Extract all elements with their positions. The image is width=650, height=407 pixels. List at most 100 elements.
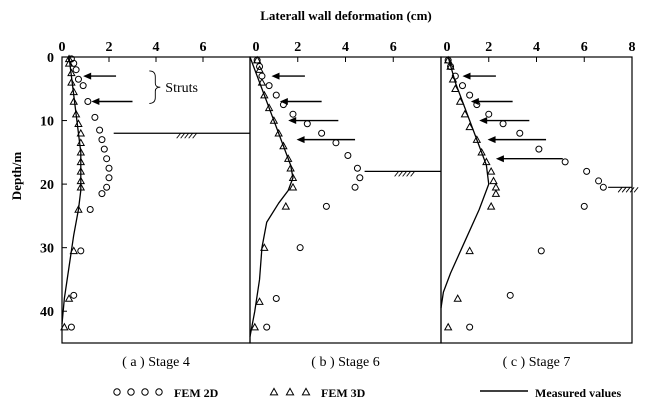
fem3d-point bbox=[255, 297, 264, 305]
fem3d-point bbox=[472, 135, 482, 143]
fem3d-point bbox=[491, 189, 501, 197]
fem2d-point bbox=[67, 323, 75, 331]
fem2d-point bbox=[98, 136, 106, 144]
fem2d-point bbox=[86, 206, 94, 214]
legend-circle-marker bbox=[113, 388, 121, 396]
ground-hatch bbox=[394, 171, 399, 177]
fem3d-point bbox=[486, 166, 496, 175]
legend-item-fem-2d bbox=[113, 388, 163, 396]
fem3d-point bbox=[274, 128, 283, 137]
y-tick-label: 30 bbox=[40, 242, 54, 257]
fem2d-point bbox=[272, 91, 280, 99]
fem2d-point bbox=[296, 244, 304, 252]
fem2d-point bbox=[98, 190, 106, 198]
ground-hatch bbox=[410, 171, 415, 177]
fem3d-point bbox=[491, 182, 501, 191]
fem2d-point bbox=[535, 145, 543, 153]
fem3d-point bbox=[250, 322, 260, 331]
fem3d-point bbox=[486, 201, 496, 210]
legend-triangle-marker bbox=[285, 387, 295, 396]
fem3d-point bbox=[489, 176, 498, 185]
ground-hatch bbox=[633, 187, 639, 193]
fem2d-point bbox=[70, 291, 78, 299]
fem2d-point bbox=[595, 177, 603, 185]
x-tick-label: 2 bbox=[106, 40, 113, 55]
strut-arrow-head bbox=[487, 136, 496, 144]
fem3d-point bbox=[252, 55, 262, 64]
fem2d-point bbox=[91, 113, 99, 121]
fem3d-point bbox=[283, 154, 293, 162]
fem2d-point bbox=[105, 174, 113, 182]
fem2d-point bbox=[72, 66, 80, 74]
strut-arrow-head bbox=[479, 117, 488, 125]
fem2d-point bbox=[96, 126, 104, 134]
fem3d-point bbox=[453, 294, 462, 302]
fem2d-point bbox=[537, 247, 545, 255]
fem2d-point bbox=[74, 75, 82, 83]
fem3d-point bbox=[446, 62, 455, 70]
panel-caption: ( a ) Stage 4 bbox=[122, 355, 190, 370]
fem3d-point bbox=[69, 97, 78, 105]
fem2d-point bbox=[561, 158, 569, 166]
ground-hatch bbox=[402, 171, 407, 177]
x-tick-label: 2 bbox=[294, 40, 301, 55]
legend-triangle-marker bbox=[269, 387, 279, 396]
fem2d-point bbox=[473, 101, 481, 109]
ground-hatch bbox=[621, 187, 627, 193]
fem2d-point bbox=[516, 129, 524, 137]
x-tick-label: 0 bbox=[253, 40, 260, 55]
x-tick-label: 6 bbox=[200, 40, 207, 55]
fem2d-point bbox=[580, 202, 588, 210]
fem3d-point bbox=[76, 128, 86, 137]
fem3d-point bbox=[74, 119, 83, 127]
fem2d-point bbox=[77, 247, 85, 255]
fem2d-point bbox=[344, 152, 352, 160]
x-tick-label: 4 bbox=[153, 40, 160, 55]
fem2d-point bbox=[466, 323, 474, 331]
fem2d-point bbox=[599, 183, 607, 191]
fem3d-point bbox=[443, 55, 453, 64]
fem2d-point bbox=[272, 295, 280, 303]
x-tick-label: 0 bbox=[444, 40, 451, 55]
fem2d-point bbox=[103, 155, 111, 163]
legend-item-fem-3d bbox=[269, 387, 311, 396]
ground-hatch bbox=[617, 187, 623, 193]
measured-line bbox=[440, 56, 490, 309]
fem3d-point bbox=[443, 322, 453, 331]
fem2d-point bbox=[84, 97, 92, 105]
ground-hatch bbox=[625, 187, 631, 193]
fem3d-point bbox=[264, 103, 274, 112]
y-tick-label: 10 bbox=[40, 115, 54, 130]
fem2d-point bbox=[351, 183, 359, 191]
fem2d-point bbox=[105, 164, 113, 172]
x-tick-label: 0 bbox=[59, 40, 66, 55]
fem2d-point bbox=[265, 82, 273, 90]
ground-hatch bbox=[398, 171, 403, 177]
fem2d-point bbox=[353, 164, 361, 172]
ground-hatch bbox=[188, 132, 194, 139]
fem2d-point bbox=[332, 139, 340, 147]
legend-label-fem-2d: FEM 2D bbox=[174, 386, 219, 400]
struts-brace bbox=[149, 70, 161, 104]
panel-frame bbox=[440, 56, 633, 344]
ground-hatch bbox=[184, 132, 190, 139]
fem3d-point bbox=[477, 147, 486, 156]
fem2d-point bbox=[499, 120, 507, 128]
fem2d-point bbox=[466, 91, 474, 99]
x-tick-label: 8 bbox=[629, 40, 636, 55]
fem2d-point bbox=[289, 110, 297, 118]
fem2d-point bbox=[318, 129, 326, 137]
fem2d-point bbox=[356, 174, 364, 182]
fem2d-point bbox=[485, 110, 493, 118]
strut-arrow-head bbox=[495, 155, 504, 163]
fem2d-point bbox=[322, 202, 330, 210]
y-tick-label: 0 bbox=[47, 51, 54, 66]
fem2d-point bbox=[303, 120, 311, 128]
x-tick-label: 4 bbox=[342, 40, 349, 55]
fem3d-point bbox=[67, 77, 76, 86]
fem3d-point bbox=[260, 90, 269, 99]
legend-circle-marker bbox=[127, 388, 135, 396]
